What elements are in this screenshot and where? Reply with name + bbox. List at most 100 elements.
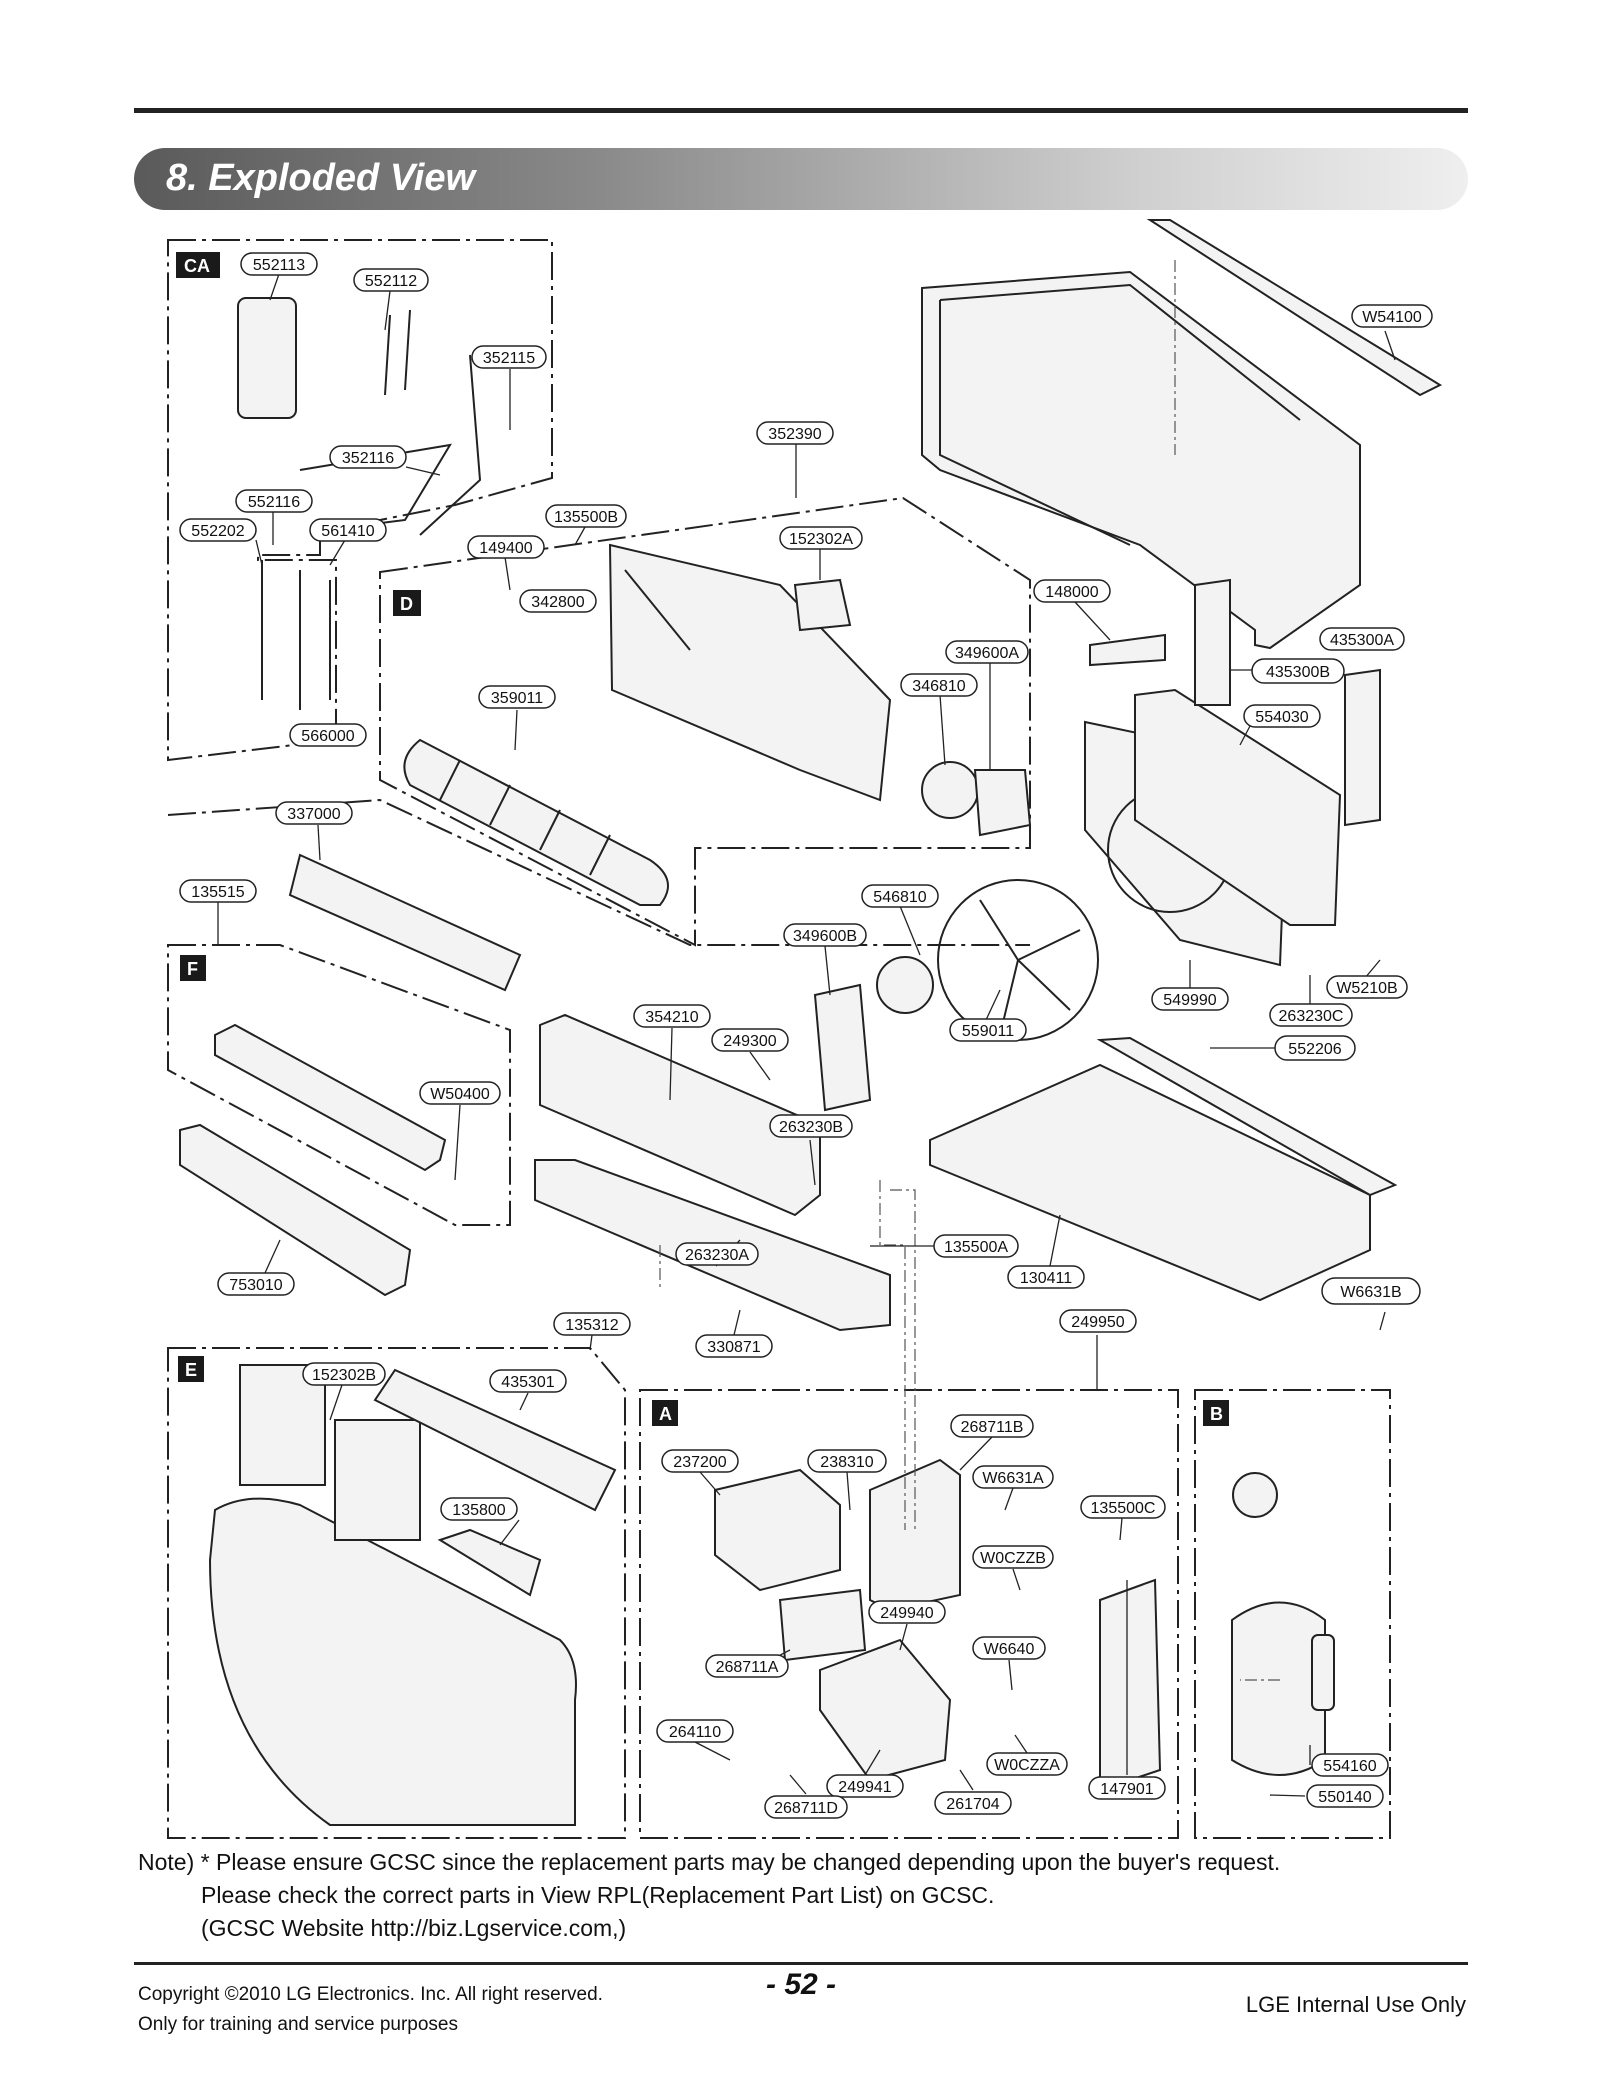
- callout-label: 554030: [1255, 709, 1308, 726]
- leader: [499, 1519, 520, 1546]
- fan-blade-line: [439, 759, 461, 801]
- leader: [405, 466, 441, 476]
- internal-use-label: LGE Internal Use Only: [1245, 1992, 1466, 2017]
- leader: [749, 1051, 771, 1081]
- callout-label: 435300A: [1330, 632, 1394, 649]
- pipe-a: [384, 309, 411, 396]
- leader: [699, 1471, 721, 1496]
- callout-W0CZZB: W0CZZB: [972, 1545, 1054, 1569]
- blower-housing: [608, 543, 892, 802]
- leader: [789, 1774, 807, 1795]
- base-rail: [1096, 1036, 1398, 1197]
- callout-label: 561410: [321, 523, 374, 540]
- callout-label: 135500B: [554, 509, 618, 526]
- callout-label: 550140: [1318, 1789, 1371, 1806]
- leader: [1119, 1517, 1123, 1541]
- callout-263230B: 263230B: [769, 1114, 853, 1138]
- callout-268711A: 268711A: [705, 1654, 789, 1678]
- callout-label: 130411: [1020, 1270, 1072, 1287]
- group-f-boundary: [167, 944, 511, 1226]
- callout-label: 330871: [707, 1339, 760, 1356]
- section-tag-f: F: [180, 955, 206, 981]
- compressor-cap: [1232, 1472, 1278, 1518]
- indoor-coil: [539, 1013, 821, 1217]
- leader: [939, 694, 946, 766]
- callout-label: 249300: [723, 1033, 776, 1050]
- callout-label: 135500C: [1091, 1500, 1156, 1517]
- callout-349600A: 349600A: [945, 640, 1029, 664]
- callout-label: 263230C: [1279, 1008, 1344, 1025]
- callout-label: 261704: [946, 1796, 999, 1813]
- bracket-148000: [1089, 633, 1166, 667]
- side-panel: [1099, 1578, 1162, 1792]
- note-line-2: Please check the correct parts in View R…: [201, 1882, 995, 1908]
- evaporator-grille: [288, 853, 522, 992]
- callout-552112: 552112: [353, 268, 429, 292]
- callout-label: 263230A: [685, 1247, 749, 1264]
- callout-label: 435300B: [1266, 664, 1330, 681]
- callout-label: 268711A: [716, 1659, 779, 1676]
- callout-label: 552113: [253, 257, 305, 274]
- callout-550140: 550140: [1306, 1784, 1384, 1808]
- callout-label: 554160: [1323, 1758, 1376, 1775]
- leader: [1049, 1214, 1061, 1267]
- callout-label: 435301: [501, 1374, 554, 1391]
- side-seal-a: [1344, 668, 1381, 827]
- louver-grille: [373, 1368, 617, 1512]
- callout-label: 354210: [645, 1009, 698, 1026]
- group-e-boundary: [167, 1347, 626, 1839]
- callout-435300A: 435300A: [1319, 627, 1405, 651]
- callout-label: 546810: [873, 889, 926, 906]
- callout-label: 342800: [531, 594, 584, 611]
- callout-152302B: 152302B: [302, 1362, 386, 1386]
- callout-566000: 566000: [289, 723, 367, 747]
- leader: [514, 709, 518, 751]
- cross-flow-fan: [403, 738, 669, 906]
- callout-554160: 554160: [1311, 1753, 1389, 1777]
- callout-label: 552202: [191, 523, 244, 540]
- fan-blade-line: [589, 834, 611, 876]
- callout-263230C: 263230C: [1269, 1003, 1353, 1027]
- callout-label: 549990: [1163, 992, 1216, 1009]
- callout-435301: 435301: [489, 1369, 567, 1393]
- callout-label: 552116: [248, 494, 300, 511]
- callout-label: 559011: [962, 1023, 1014, 1040]
- note-line-3: (GCSC Website http://biz.Lgservice.com,): [201, 1915, 627, 1941]
- leader: [669, 1027, 673, 1101]
- leader: [255, 539, 263, 566]
- propeller-blades: [979, 899, 1081, 1036]
- callout-263230A: 263230A: [675, 1242, 759, 1266]
- callout-label: 152302A: [789, 531, 853, 548]
- callout-label: 264110: [669, 1724, 721, 1741]
- callout-238310: 238310: [807, 1449, 887, 1473]
- callout-label: 566000: [301, 728, 354, 745]
- callout-249950: 249950: [1059, 1309, 1137, 1333]
- leader: [899, 905, 921, 956]
- leader: [329, 539, 346, 566]
- main-pcb: [869, 1458, 961, 1612]
- callout-label: 346810: [912, 678, 965, 695]
- callout-237200: 237200: [661, 1449, 739, 1473]
- callout-W0CZZA: W0CZZA: [986, 1752, 1068, 1776]
- callout-268711D: 268711D: [764, 1795, 848, 1819]
- leader: [1384, 330, 1396, 361]
- svg-text:F: F: [187, 959, 198, 979]
- leader: [733, 1309, 741, 1336]
- group-b-boundary: [1194, 1389, 1391, 1839]
- callout-label: 148000: [1045, 584, 1098, 601]
- leader: [1379, 1311, 1386, 1331]
- leader: [589, 1334, 593, 1351]
- callout-753010: 753010: [217, 1272, 295, 1296]
- svg-text:B: B: [1210, 1404, 1223, 1424]
- callout-label: 352390: [768, 426, 821, 443]
- svg-text:E: E: [185, 1360, 197, 1380]
- fan-motor-d: [921, 761, 979, 819]
- leader: [454, 1104, 461, 1181]
- callout-549990: 549990: [1151, 987, 1229, 1011]
- callout-label: W0CZZA: [994, 1757, 1060, 1774]
- top-rail-bar: [1146, 219, 1443, 397]
- leader-lines: [217, 273, 1396, 1797]
- callout-label: 268711D: [774, 1800, 838, 1817]
- training-text: Only for training and service purposes: [138, 2014, 458, 2035]
- callout-label: 349600A: [955, 645, 1019, 662]
